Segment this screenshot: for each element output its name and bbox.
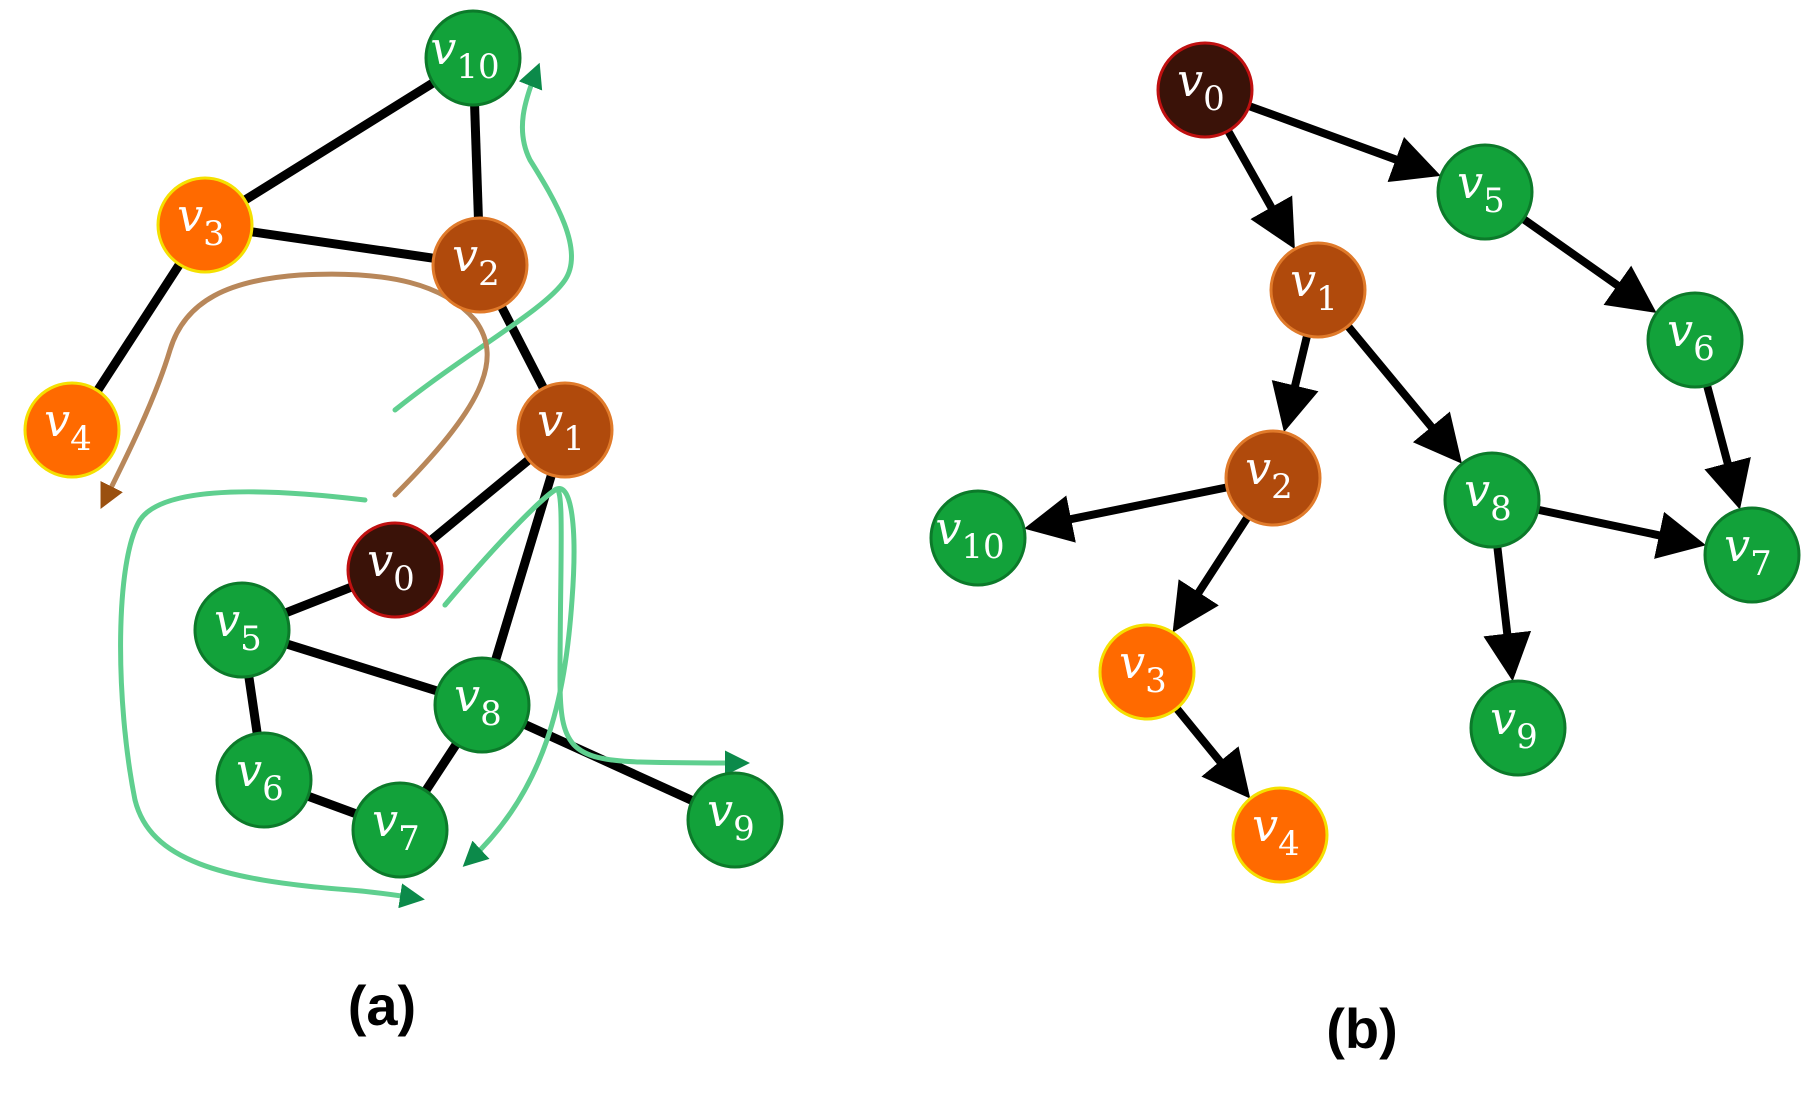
a-node-label-v6: v6 [236, 743, 284, 809]
graph-b-edges [1024, 102, 1751, 799]
b-node-v6: v6 [1646, 291, 1744, 389]
edge-v2-v10 [1024, 483, 1228, 543]
a-node-v9: v9 [686, 771, 784, 869]
b-node-circle-v9 [1469, 679, 1567, 777]
b-node-v8: v8 [1443, 451, 1541, 549]
a-node-v4: v4 [23, 381, 121, 479]
a-node-circle-v7 [351, 781, 449, 879]
a-node-v2: v2 [431, 216, 529, 314]
graph-a-edges [68, 54, 737, 835]
a-node-v8: v8 [433, 656, 531, 754]
b-node-v9: v9 [1469, 679, 1567, 777]
edge-v8-v7 [1537, 505, 1707, 559]
b-node-label-v8: v8 [1464, 463, 1512, 529]
traversal-path-to-v9 [442, 486, 750, 776]
a-node-v1: v1 [516, 381, 614, 479]
a-node-label-v5: v5 [214, 593, 262, 659]
a-node-circle-v6 [215, 731, 313, 829]
b-node-label-v4: v4 [1252, 798, 1300, 864]
a-node-circle-v4 [23, 381, 121, 479]
graph-b-nodes: v0 v5 v1 v6 v2 v8 v10 v7 v3 v9 v4 [929, 41, 1801, 884]
a-node-circle-v8 [433, 656, 531, 754]
edge-v0-v5 [1247, 102, 1441, 183]
b-node-circle-v2 [1224, 429, 1322, 527]
edge-v1-v8 [1344, 323, 1463, 464]
a-node-label-v0: v0 [367, 533, 415, 599]
b-node-label-v5: v5 [1457, 155, 1505, 221]
b-node-label-v7: v7 [1724, 518, 1772, 584]
b-node-v3: v3 [1098, 623, 1196, 721]
a-node-v7: v7 [351, 781, 449, 879]
b-node-circle-v6 [1646, 291, 1744, 389]
a-node-v0: v0 [346, 521, 444, 619]
a-node-label-v1: v1 [537, 393, 585, 459]
a-node-v3: v3 [156, 176, 254, 274]
traversal-path-to-v4 [100, 271, 490, 509]
b-node-v4: v4 [1231, 786, 1329, 884]
traversal-path-to-v7-outer [118, 489, 425, 909]
a-node-v6: v6 [215, 731, 313, 829]
edge-v6-v7 [1703, 384, 1751, 510]
b-node-v1: v1 [1269, 241, 1367, 339]
a-node-label-v2: v2 [452, 228, 500, 294]
graph-a-nodes: v10 v3 v2 v4 v1 v0 v5 v8 v6 v7 v9 [23, 9, 784, 879]
a-node-label-v10: v10 [430, 21, 499, 87]
a-node-label-v8: v8 [454, 668, 502, 734]
edge-v3-v4 [1173, 705, 1251, 799]
b-node-circle-v3 [1098, 623, 1196, 721]
b-node-label-v9: v9 [1490, 691, 1538, 757]
a-node-circle-v3 [156, 176, 254, 274]
b-node-v7: v7 [1703, 506, 1801, 604]
caption-b: (b) [1326, 997, 1398, 1060]
traversal-paths [100, 62, 750, 909]
a-node-label-v9: v9 [707, 783, 755, 849]
a-node-v5: v5 [193, 581, 291, 679]
b-node-v10: v10 [929, 489, 1027, 587]
a-node-label-v7: v7 [372, 793, 420, 859]
b-node-circle-v7 [1703, 506, 1801, 604]
b-node-circle-v5 [1436, 143, 1534, 241]
b-node-circle-v1 [1269, 241, 1367, 339]
b-node-label-v10: v10 [935, 501, 1004, 567]
b-node-circle-v8 [1443, 451, 1541, 549]
caption-a: (a) [348, 974, 416, 1037]
b-node-circle-v4 [1231, 786, 1329, 884]
a-node-circle-v2 [431, 216, 529, 314]
edge-v5-v6 [1521, 215, 1657, 313]
b-node-v2: v2 [1224, 429, 1322, 527]
b-node-circle-v10 [929, 489, 1027, 587]
b-node-label-v3: v3 [1119, 635, 1167, 701]
b-node-circle-v0 [1156, 41, 1254, 139]
a-node-circle-v10 [424, 9, 522, 107]
a-node-circle-v1 [516, 381, 614, 479]
edge-v8-v9 [1483, 546, 1532, 682]
a-node-circle-v5 [193, 581, 291, 679]
b-node-v5: v5 [1436, 143, 1534, 241]
edge-v2-v3 [1172, 515, 1251, 633]
graph-a: v10 v3 v2 v4 v1 v0 v5 v8 v6 v7 v9 (a) [23, 9, 784, 1037]
b-node-label-v6: v6 [1667, 303, 1715, 369]
b-node-v0: v0 [1156, 41, 1254, 139]
b-node-label-v0: v0 [1177, 53, 1225, 119]
a-node-label-v3: v3 [177, 188, 225, 254]
edge-v0-v1 [1224, 128, 1295, 250]
edge-v1-v2 [1271, 334, 1319, 433]
b-node-label-v1: v1 [1290, 253, 1338, 319]
a-node-label-v4: v4 [44, 393, 92, 459]
a-node-circle-v0 [346, 521, 444, 619]
b-node-label-v2: v2 [1245, 441, 1293, 507]
edge-v10-v3 [202, 54, 476, 229]
graph-b: v0 v5 v1 v6 v2 v8 v10 v7 v3 v9 v4 (b) [929, 41, 1801, 1060]
a-node-circle-v9 [686, 771, 784, 869]
a-node-v10: v10 [424, 9, 522, 107]
